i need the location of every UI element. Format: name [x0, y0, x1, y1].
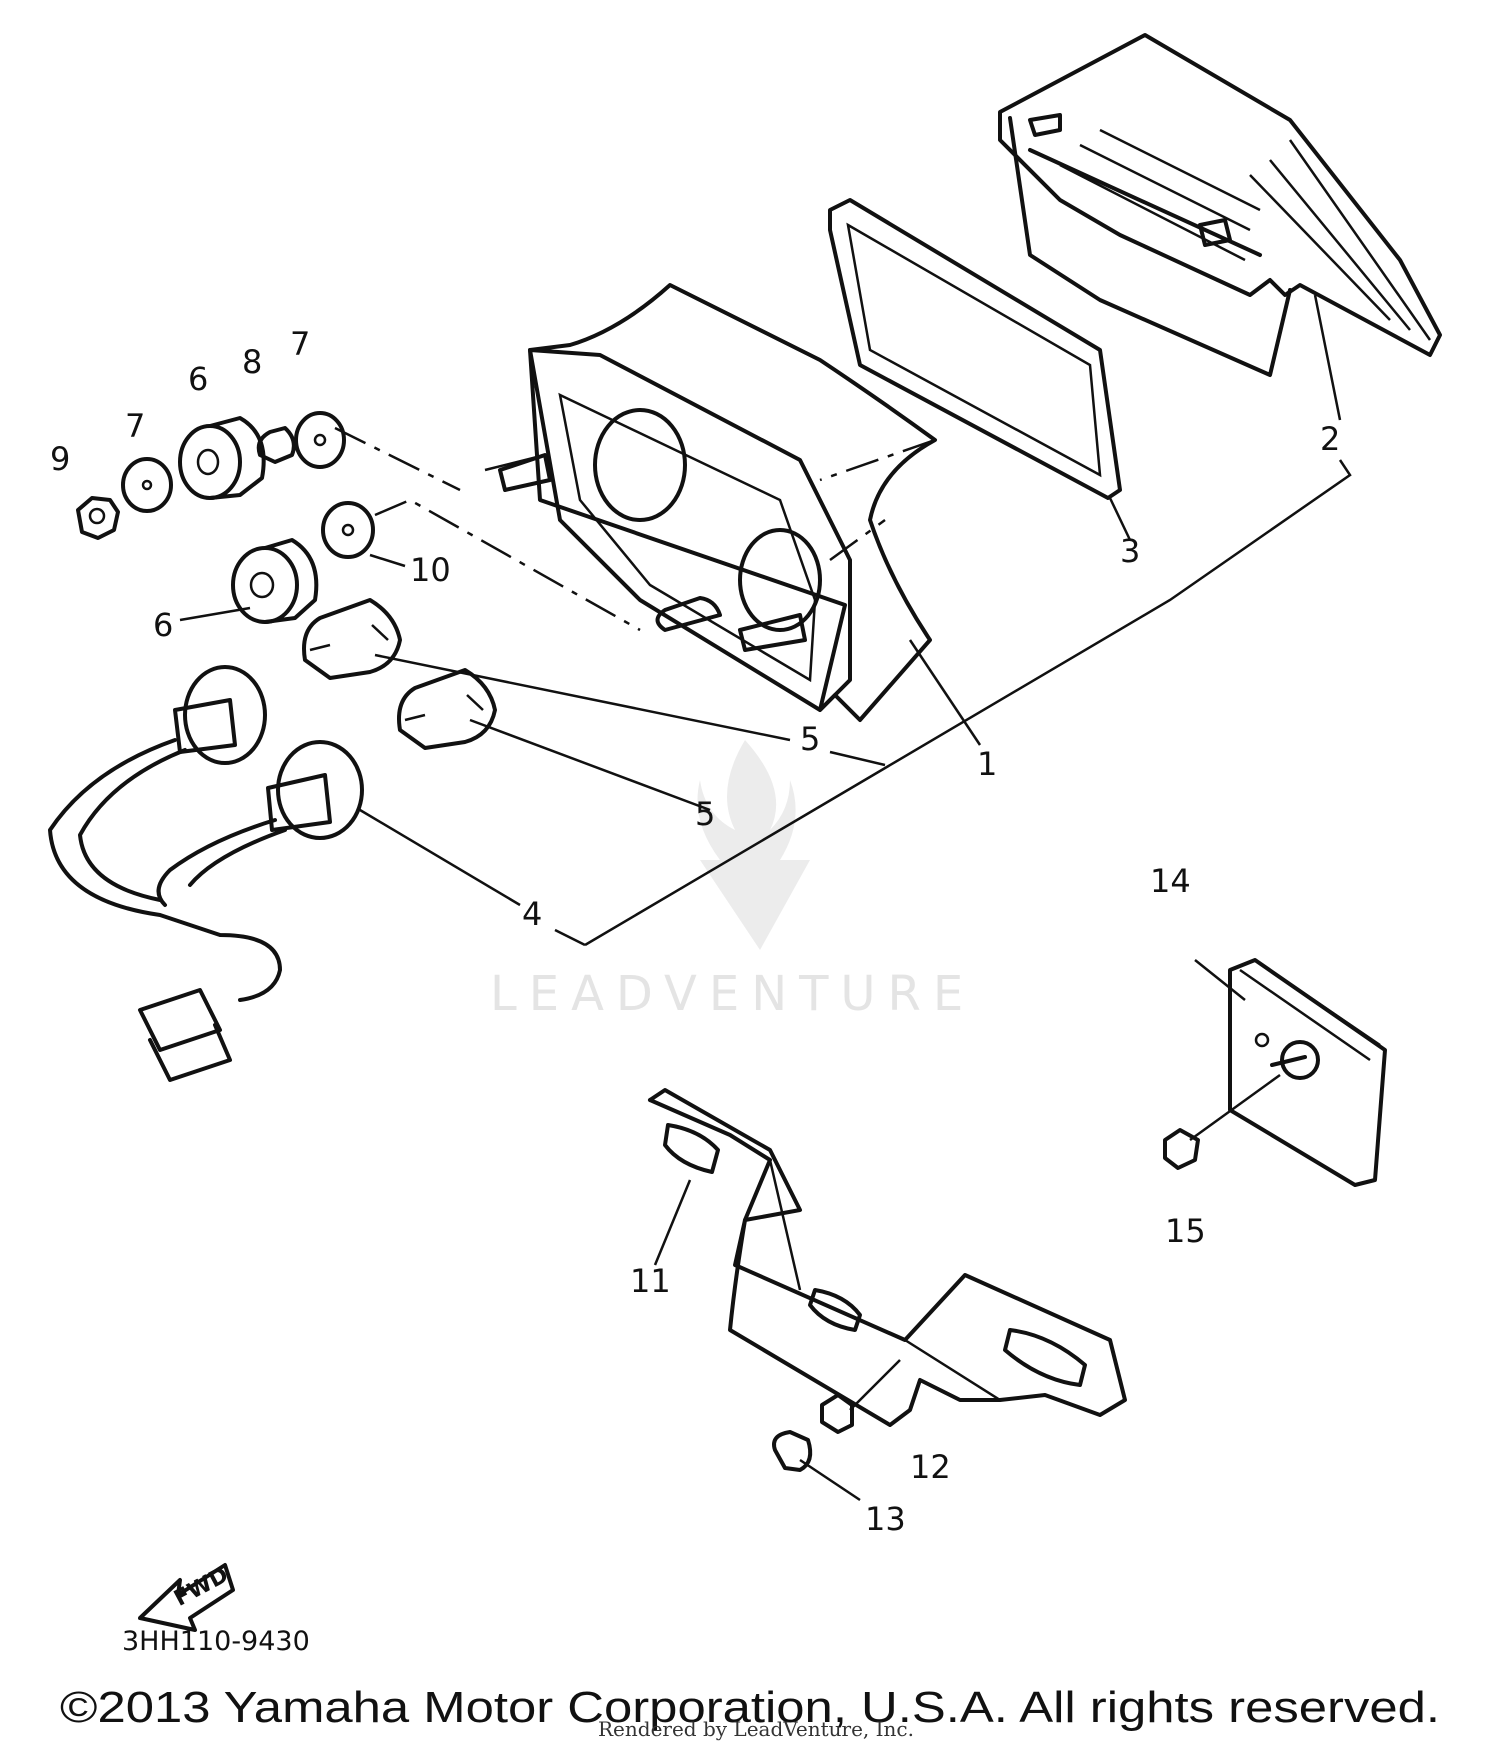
callout-1: 1: [977, 745, 997, 783]
callout-6-upper: 6: [188, 360, 208, 398]
watermark: LEADVENTURE: [490, 740, 975, 1022]
part-base: [484, 283, 937, 722]
callout-8: 8: [242, 343, 262, 381]
fwd-label: FWD: [170, 1563, 233, 1612]
callout-5-upper: 5: [800, 720, 820, 758]
rendered-by: Rendered by LeadVenture, Inc.: [598, 1717, 914, 1741]
callout-12: 12: [910, 1448, 951, 1486]
part-bracket: [648, 1088, 1127, 1427]
callout-2: 2: [1320, 420, 1340, 458]
callout-9: 9: [50, 440, 70, 478]
part-hardware: [76, 411, 641, 632]
part-reflector: [1163, 958, 1387, 1187]
callout-7-right: 7: [290, 325, 310, 363]
callout-7-left: 7: [125, 407, 145, 445]
callout-11: 11: [630, 1262, 671, 1300]
callout-13: 13: [865, 1500, 906, 1538]
part-bulbs: [302, 598, 497, 750]
leader-lines: [179, 294, 1342, 1502]
assembly-bracket-lines: [554, 459, 1352, 947]
callout-4: 4: [522, 895, 542, 933]
callout-3: 3: [1120, 532, 1140, 570]
watermark-text: LEADVENTURE: [490, 966, 975, 1022]
callout-15: 15: [1165, 1212, 1206, 1250]
callouts: 1 2 3 4 5 5 6 6 7 7 8 9 10 11 12 13 14 1…: [50, 325, 1340, 1538]
callout-14: 14: [1150, 862, 1191, 900]
callout-5-lower: 5: [695, 795, 715, 833]
part-harness: [48, 665, 364, 1082]
copyright-notice: ©2013 Yamaha Motor Corporation, U.S.A. A…: [60, 1683, 1440, 1732]
drawing-code: 3HH110-9430: [122, 1626, 310, 1657]
callout-10: 10: [410, 551, 451, 589]
callout-6-lower: 6: [153, 606, 173, 644]
fwd-arrow: FWD: [138, 1563, 235, 1632]
part-lens: [998, 33, 1442, 377]
part-gasket: [828, 198, 1122, 500]
part-fasteners: [772, 1359, 901, 1472]
